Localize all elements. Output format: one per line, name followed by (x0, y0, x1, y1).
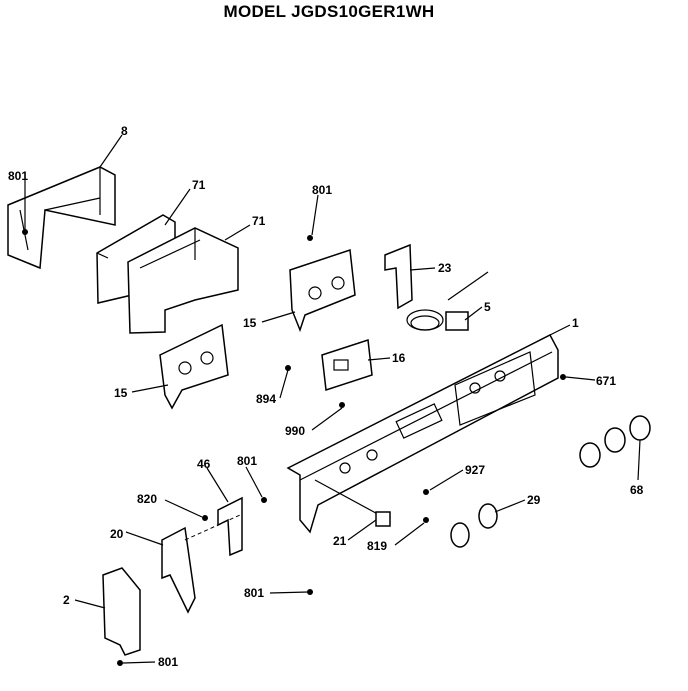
callout-21: 21 (333, 534, 347, 548)
callout-801: 801 (244, 586, 264, 600)
callout-23: 23 (438, 261, 452, 275)
part-21-switch (375, 511, 391, 527)
part-23-bracket (384, 243, 413, 310)
callout-46: 46 (197, 457, 211, 471)
leader-lines (24, 134, 641, 664)
callout-16: 16 (392, 351, 406, 365)
part-8-cover (7, 166, 116, 270)
callout-71: 71 (192, 178, 206, 192)
callout-894: 894 (256, 392, 276, 406)
diagram-title: MODEL JGDS10GER1WH (223, 2, 435, 21)
callout-801: 801 (312, 183, 332, 197)
callout-20: 20 (110, 527, 124, 541)
part-20-bracket (161, 514, 241, 614)
callout-labels: 8 801 71 71 801 23 5 1 15 15 16 894 671 … (8, 124, 644, 669)
part-5-thermostat (406, 271, 489, 331)
part-15-bracket-upper (289, 248, 356, 333)
callout-5: 5 (484, 300, 491, 314)
part-46-part (217, 496, 243, 557)
callout-1: 1 (572, 316, 579, 330)
callout-801: 801 (158, 655, 178, 669)
callout-820: 820 (137, 492, 157, 506)
callout-801: 801 (8, 169, 28, 183)
callout-990: 990 (285, 424, 305, 438)
callout-801: 801 (237, 454, 257, 468)
part-1-backguard (286, 333, 559, 534)
part-16-clock-control (321, 339, 373, 391)
callout-15: 15 (114, 386, 128, 400)
callout-15: 15 (243, 316, 257, 330)
part-29-knobs (450, 503, 498, 548)
part-71-insulation-b (127, 227, 239, 334)
callout-8: 8 (121, 124, 128, 138)
callout-29: 29 (527, 493, 541, 507)
callout-71: 71 (252, 214, 266, 228)
callout-671: 671 (596, 374, 616, 388)
part-2-side-trim (102, 567, 141, 656)
screws (22, 229, 566, 666)
part-68-knobs (579, 415, 651, 468)
callout-2: 2 (63, 593, 70, 607)
part-15-bracket-lower (159, 323, 229, 410)
callout-927: 927 (465, 463, 485, 477)
callout-68: 68 (630, 483, 644, 497)
callout-819: 819 (367, 539, 387, 553)
